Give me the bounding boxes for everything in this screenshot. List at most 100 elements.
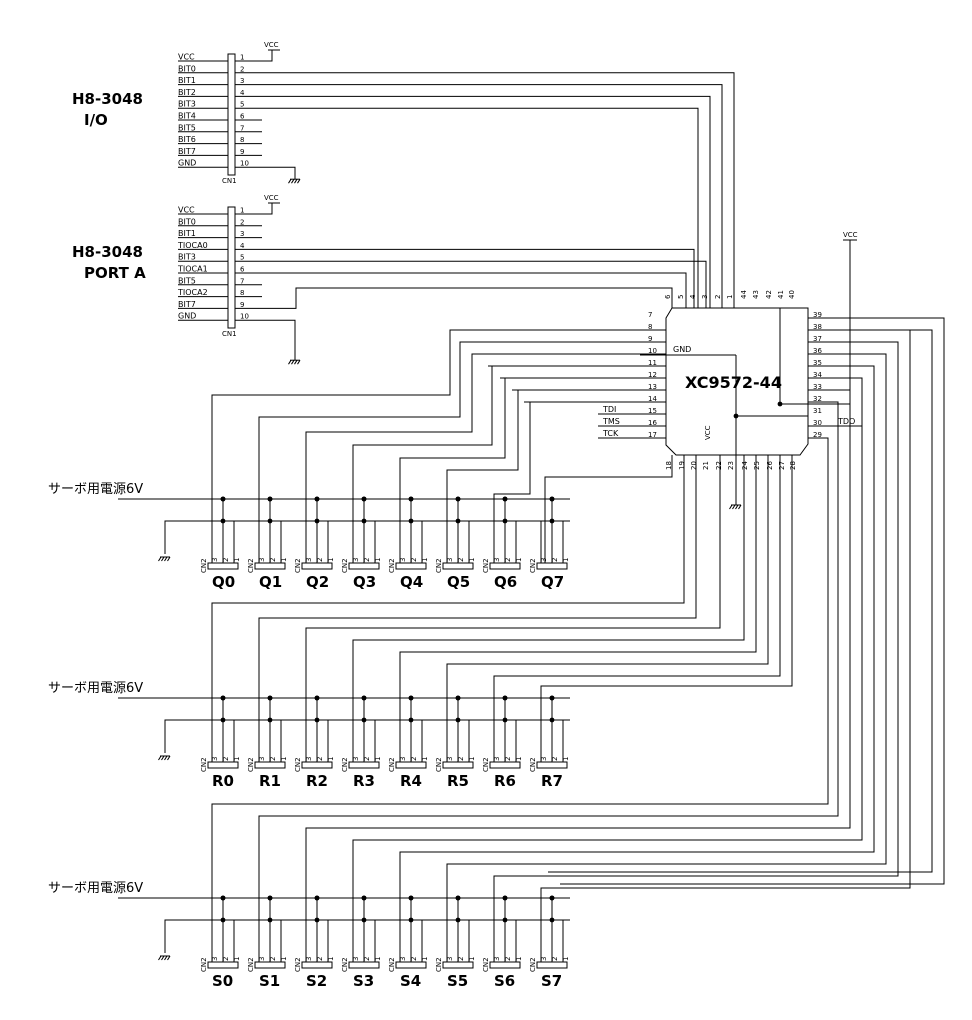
- bus-wire: [262, 260, 707, 308]
- servo-pin-number: 2: [410, 957, 418, 961]
- servo-pin-number: 3: [399, 957, 407, 961]
- servo-pin-number: 1: [421, 757, 429, 761]
- servo-pin-number: 3: [258, 757, 266, 761]
- servo-pin-number: 2: [269, 558, 277, 562]
- servo-pin-number: 1: [374, 558, 382, 562]
- connector-pin-number: 7: [240, 277, 244, 285]
- servo-cn-label: CN2: [435, 558, 443, 573]
- chip-pin-number: 32: [813, 395, 822, 403]
- servo-pin-number: 3: [446, 757, 454, 761]
- servo-connector-body: [395, 761, 427, 769]
- servo-pin-number: 1: [468, 558, 476, 562]
- servo-cn-label: CN2: [341, 757, 349, 772]
- ground-symbol: [729, 504, 742, 510]
- chip-pin-number: 23: [727, 461, 735, 470]
- bus-wire: [262, 107, 699, 308]
- servo-label: R3: [353, 772, 375, 790]
- junction-dot: [549, 917, 555, 923]
- connector-cn-label: CN1: [222, 330, 237, 338]
- junction-dot: [314, 917, 320, 923]
- connector-signal-label: BIT1: [178, 76, 196, 85]
- junction-dot: [361, 518, 367, 524]
- servo-cn-label: CN2: [482, 757, 490, 772]
- chip-vcc-label: VCC: [704, 425, 712, 440]
- junction-dot: [502, 496, 508, 502]
- servo-pin-number: 1: [562, 757, 570, 761]
- servo-label: R1: [259, 772, 281, 790]
- connector-pin-number: 9: [240, 148, 244, 156]
- servo-pin-number: 2: [363, 757, 371, 761]
- servo-connector-body: [442, 562, 474, 570]
- junction-dot: [361, 695, 367, 701]
- servo-label: S4: [400, 972, 421, 990]
- jtag-label: TDO: [837, 417, 855, 426]
- connector-title: H8-3048: [72, 243, 143, 261]
- connector-signal-label: GND: [178, 159, 196, 168]
- junction-dot: [549, 496, 555, 502]
- connector-signal-label: TIOCA1: [177, 265, 208, 274]
- servo-connector-body: [207, 761, 239, 769]
- connector-title: H8-3048: [72, 90, 143, 108]
- chip-pin-number: 6: [664, 294, 672, 299]
- vcc-wire: [262, 202, 280, 215]
- s-signal-wire: [548, 329, 933, 873]
- servo-cn-label: CN2: [200, 757, 208, 772]
- connector-signal-label: BIT3: [178, 253, 196, 262]
- servo-pin-number: 1: [327, 757, 335, 761]
- junction-dot: [314, 717, 320, 723]
- chip-pin-number: 21: [702, 461, 710, 470]
- chip-pin-number: 9: [648, 335, 652, 343]
- servo-connector-body: [536, 961, 568, 969]
- junction-dot: [502, 518, 508, 524]
- junction-dot: [267, 917, 273, 923]
- chip-pin-number: 40: [788, 290, 796, 299]
- chip-pin-number: 35: [813, 359, 822, 367]
- connector-pin-number: 1: [240, 54, 244, 62]
- chip-pin-number: 12: [648, 371, 657, 379]
- servo-pin-number: 1: [421, 957, 429, 961]
- bus-wire: [262, 272, 687, 308]
- servo-cn-label: CN2: [388, 558, 396, 573]
- junction-dot: [455, 717, 461, 723]
- servo-label: R4: [400, 772, 422, 790]
- chip-pin-number: 15: [648, 407, 657, 415]
- junction-dot: [361, 895, 367, 901]
- chip-pin-number: 16: [648, 419, 657, 427]
- chip-pin-number: 26: [766, 461, 774, 470]
- connector-pin-number: 10: [240, 313, 249, 321]
- junction-dot: [314, 695, 320, 701]
- servo-pin-number: 1: [280, 957, 288, 961]
- servo-pin-number: 2: [457, 757, 465, 761]
- junction-dot: [455, 518, 461, 524]
- junction-dot: [220, 895, 226, 901]
- junction-dot: [267, 895, 273, 901]
- servo-pin-number: 2: [504, 757, 512, 761]
- connector-signal-label: BIT5: [178, 123, 196, 132]
- servo-ground-rail: [164, 520, 570, 554]
- servo-pin-number: 2: [551, 957, 559, 961]
- bus-wire: [262, 95, 711, 308]
- servo-pin-number: 3: [399, 558, 407, 562]
- chip-pin-number: 31: [813, 407, 822, 415]
- gnd-wire: [262, 319, 296, 361]
- chip-pin-number: 34: [813, 371, 822, 379]
- junction-dot: [408, 717, 414, 723]
- connector-pin-number: 10: [240, 160, 249, 168]
- junction-dot: [502, 917, 508, 923]
- junction-dot: [549, 695, 555, 701]
- servo-pin-number: 1: [280, 757, 288, 761]
- servo-pin-number: 3: [305, 757, 313, 761]
- servo-pin-number: 2: [363, 558, 371, 562]
- chip-pin-number: 37: [813, 335, 822, 343]
- r-signal-wire: [540, 455, 793, 762]
- junction-dot: [455, 895, 461, 901]
- connector-signal-label: BIT7: [178, 300, 196, 309]
- vcc-wire: [808, 240, 851, 405]
- servo-pin-number: 2: [222, 957, 230, 961]
- servo-cn-label: CN2: [294, 957, 302, 972]
- vcc-label: VCC: [264, 41, 279, 49]
- servo-cn-label: CN2: [529, 957, 537, 972]
- connector-body: [227, 206, 236, 329]
- wire-layer: [118, 49, 945, 969]
